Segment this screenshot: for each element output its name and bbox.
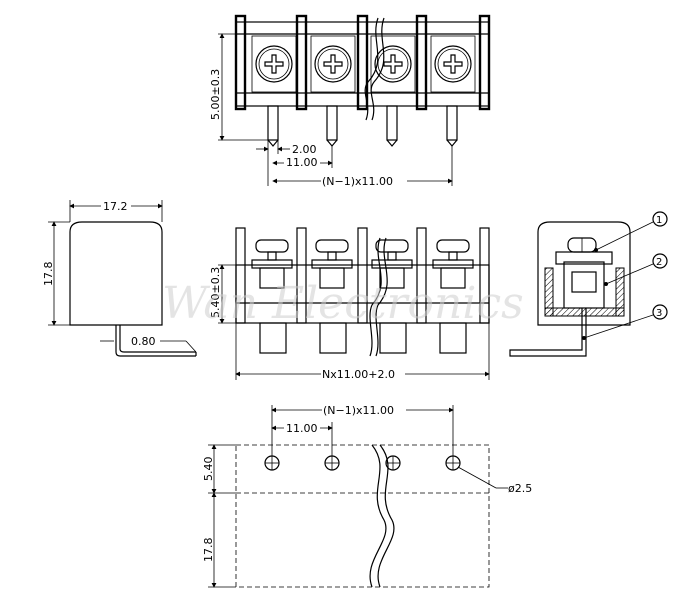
pins-front	[259, 322, 467, 354]
pins-top	[267, 105, 458, 147]
screw-heads-top	[251, 35, 476, 93]
dim-pitch-top: 11.00	[286, 156, 318, 169]
dim-width-side: 17.2	[103, 200, 128, 213]
barriers-top	[234, 14, 491, 111]
screw-clamps-front	[251, 239, 474, 289]
dim-depth-footprint: 17.8	[202, 538, 215, 563]
top-view: 5.00±0.3 2.00 11.00 (N−1)x11.00	[209, 14, 491, 188]
pcb-holes	[264, 455, 461, 471]
section-view: 1 2 3	[509, 211, 668, 357]
footprint-view: (N−1)x11.00 11.00 5.40 17.8 ø2.5	[202, 403, 532, 588]
dim-pin-side: 0.80	[131, 335, 156, 348]
dim-pitch-footprint: 11.00	[286, 422, 318, 435]
callout-1: 1	[656, 215, 662, 226]
side-view: 17.2 17.8 0.80	[42, 199, 197, 357]
dim-pin-width: 2.00	[292, 143, 317, 156]
dim-span-top: (N−1)x11.00	[322, 175, 393, 188]
dim-offset-footprint: 5.40	[202, 457, 215, 482]
dim-height-front: 5.40±0.3	[209, 267, 222, 318]
front-view: 5.40±0.3 Nx11.00+2.0	[209, 227, 490, 381]
watermark: Wan Electronics	[162, 278, 524, 329]
dim-height-side: 17.8	[42, 262, 55, 287]
dim-span-footprint: (N−1)x11.00	[323, 404, 394, 417]
callout-2: 2	[656, 257, 662, 268]
callout-3: 3	[656, 308, 662, 319]
dim-height-top: 5.00±0.3	[209, 69, 222, 120]
dim-length-front: Nx11.00+2.0	[322, 368, 395, 381]
dim-hole-diameter: ø2.5	[508, 482, 532, 495]
